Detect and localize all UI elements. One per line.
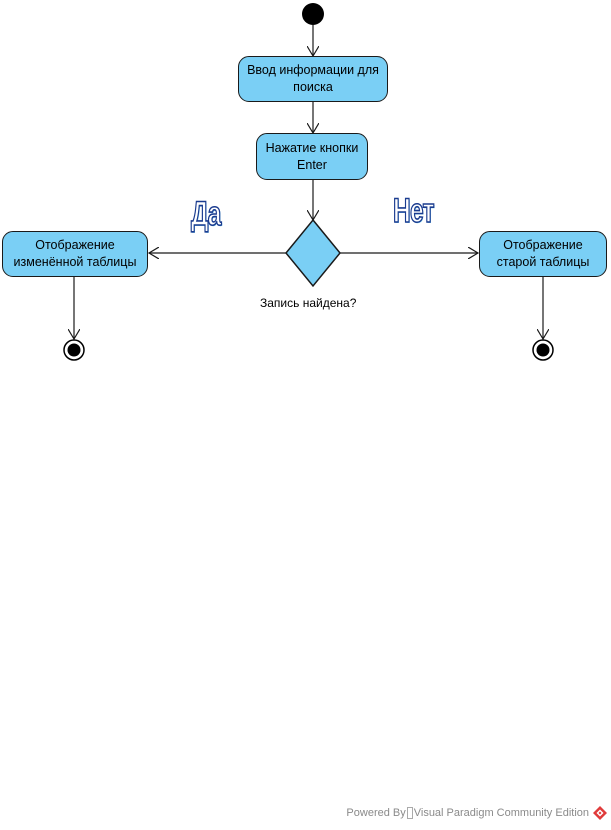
watermark: Powered By Visual Paradigm Community Edi… [346, 806, 607, 820]
action-press-enter-label: Нажатие кнопки Enter [265, 140, 359, 172]
action-show-old-table-label: Отображение старой таблицы [496, 238, 590, 269]
branch-yes-label: Да [190, 194, 221, 234]
watermark-product: Visual Paradigm Community Edition [413, 807, 589, 819]
final-node-right [532, 339, 554, 361]
branch-no-label: Нет [392, 191, 435, 231]
final-node-left [63, 339, 85, 361]
action-show-old-table: Отображение старой таблицы [479, 231, 607, 277]
action-input-info-label: Ввод информации для поиска [247, 63, 379, 94]
action-show-changed-table-label: Отображение изменённой таблицы [13, 238, 137, 269]
watermark-powered-by: Powered By [346, 807, 406, 819]
action-show-changed-table: Отображение изменённой таблицы [2, 231, 148, 277]
visual-paradigm-logo-icon [593, 806, 607, 820]
action-input-info: Ввод информации для поиска [238, 56, 388, 102]
decision-label: Запись найдена? [260, 296, 357, 310]
missing-glyph-icon [406, 807, 413, 819]
action-press-enter: Нажатие кнопки Enter [256, 133, 368, 180]
initial-node [302, 3, 324, 25]
decision-node [285, 218, 341, 288]
